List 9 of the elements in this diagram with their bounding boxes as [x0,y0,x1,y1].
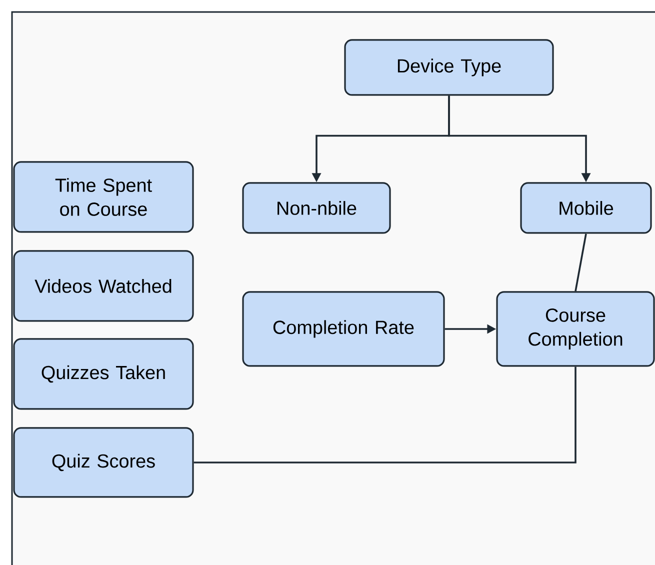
process-box: Mobile [520,182,652,234]
process-box: Non-nbile [242,182,391,234]
process-box: Videos Watched [13,250,194,322]
process-box: Quizzes Taken [13,338,194,410]
process-box: Completion Rate [242,291,445,367]
process-box: Device Type [344,39,554,96]
process-box: Course Completion [496,291,655,367]
process-box: Quiz Scores [13,427,194,498]
process-box: Time Spent on Course [13,161,194,233]
